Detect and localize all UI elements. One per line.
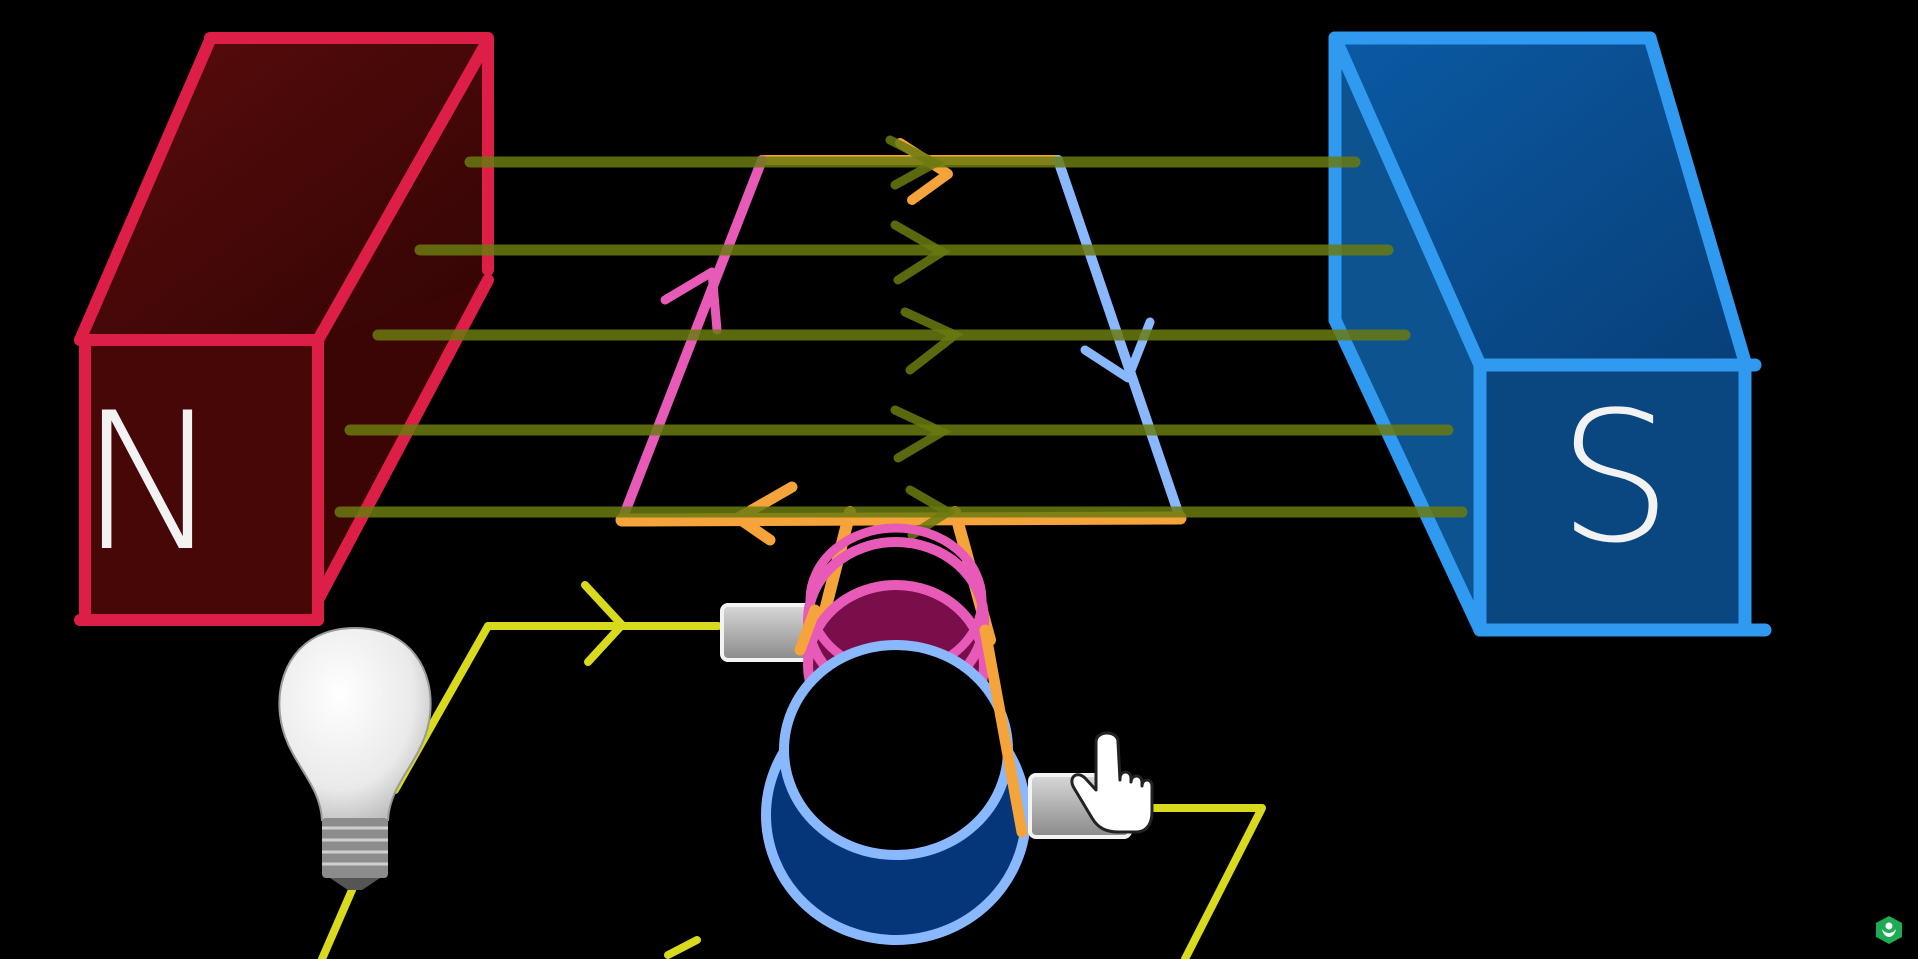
slip-ring-blue xyxy=(761,640,1031,945)
north-pole-label: N xyxy=(79,372,221,593)
lead-to-blue-ring xyxy=(979,624,1028,838)
magnetic-field-lines xyxy=(334,135,1468,540)
field-arrow-4 xyxy=(890,405,952,463)
lead-to-pink-ring xyxy=(794,604,821,656)
wire-bottom-left xyxy=(318,886,356,959)
hand-cursor-icon xyxy=(1070,731,1154,834)
wire-bottom-mid xyxy=(664,936,701,959)
loop-bottom-arrow xyxy=(732,481,798,546)
field-arrow-1 xyxy=(885,135,945,190)
field-arrow-3 xyxy=(900,307,964,375)
loop-left-arrow xyxy=(660,267,722,335)
light-bulb-icon xyxy=(278,626,432,890)
wire-top xyxy=(391,622,722,794)
north-magnet: N xyxy=(74,32,494,626)
field-arrow-2 xyxy=(890,220,951,285)
wire-current-arrow xyxy=(581,581,626,666)
khan-academy-logo-icon xyxy=(1876,916,1902,944)
south-pole-label: S xyxy=(1558,374,1672,583)
coil-loop xyxy=(615,138,1187,656)
loop-right-arrow xyxy=(1080,317,1155,383)
loop-bottom-side xyxy=(615,511,1187,527)
